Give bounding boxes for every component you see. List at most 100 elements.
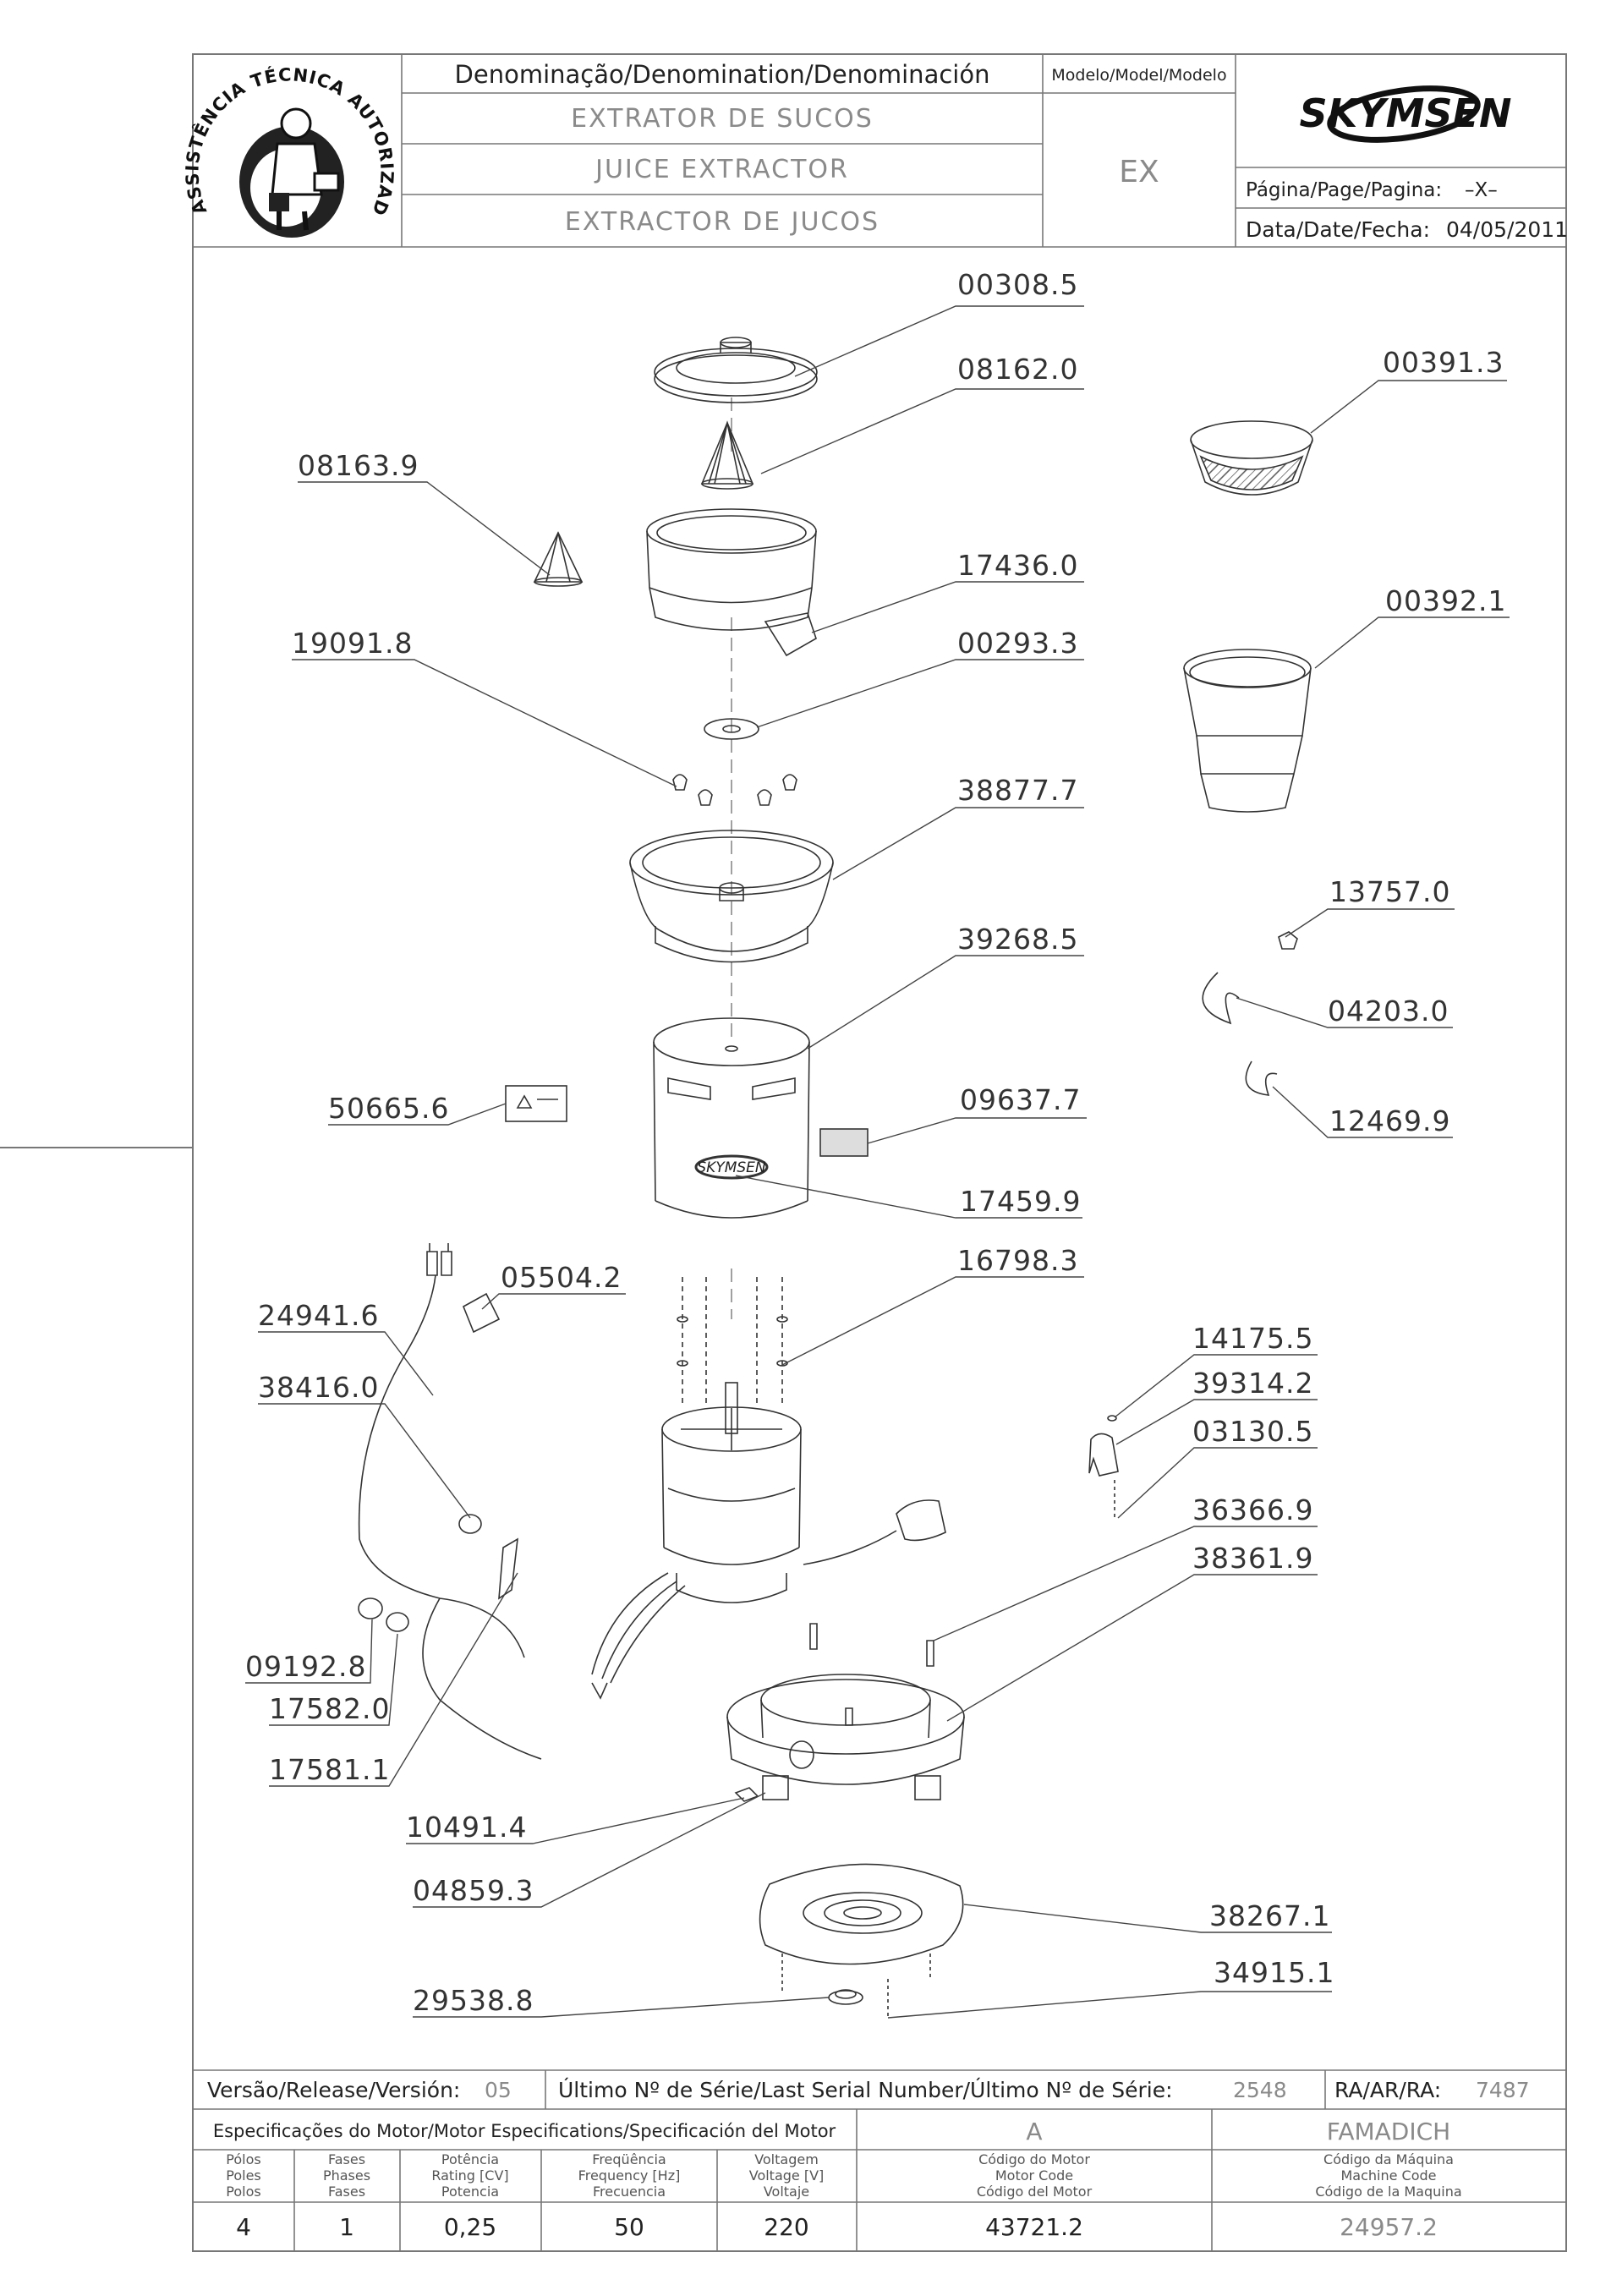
page-value: –X– — [1465, 179, 1498, 201]
rating-header: Potência — [441, 2151, 499, 2167]
page-frame — [0, 53, 1567, 2252]
product-name-pt: EXTRATOR DE SUCOS — [571, 104, 874, 134]
plug-label-drawing — [462, 1292, 501, 1334]
motor-letter: A — [1026, 2118, 1042, 2145]
part-code: 36366.9 — [1192, 1493, 1313, 1526]
page-label: Página/Page/Pagina: — [1246, 179, 1442, 201]
spec-values: 4 1 0,25 50 220 43721.2 24957.2 — [236, 2213, 1438, 2241]
caps-drawing — [672, 774, 797, 806]
machine-code-header: Código de la Maquina — [1315, 2184, 1461, 2200]
ra-value: 7487 — [1476, 2078, 1530, 2102]
authorized-service-stamp: ASSISTÊNCIA TÉCNICA AUTORIZADA — [0, 0, 397, 238]
ra-label: RA/AR/RA: — [1334, 2078, 1441, 2102]
machine-code-header: Código da Máquina — [1323, 2151, 1454, 2167]
part-code: 29538.8 — [413, 1984, 534, 2017]
phases-header: Fases — [328, 2151, 365, 2167]
part-code: 12469.9 — [1329, 1104, 1450, 1137]
part-code: 00392.1 — [1385, 584, 1506, 617]
frequency-header: Frequency [Hz] — [578, 2167, 681, 2184]
poles-value: 4 — [236, 2213, 251, 2241]
part-code: 03130.5 — [1192, 1415, 1313, 1448]
part-code: 34915.1 — [1214, 1956, 1334, 1989]
strainer-drawing — [1190, 420, 1313, 496]
version-label: Versão/Release/Versión: — [207, 2078, 460, 2102]
rating-value: 0,25 — [444, 2213, 496, 2241]
motor-code-value: 43721.2 — [985, 2213, 1083, 2241]
part-code: 38877.7 — [957, 774, 1078, 807]
lid-drawing — [654, 337, 818, 403]
spring-drawing — [1202, 972, 1278, 1096]
voltage-value: 220 — [764, 2213, 808, 2241]
voltage-header: Voltage [V] — [749, 2167, 825, 2184]
part-code: 16798.3 — [957, 1244, 1078, 1277]
brand-logo: SKYMSEN — [1300, 85, 1512, 143]
part-code: 04203.0 — [1328, 995, 1449, 1027]
part-code: 17459.9 — [960, 1185, 1081, 1218]
motor-screws-drawing — [682, 1277, 783, 1404]
part-code: 39314.2 — [1192, 1367, 1313, 1400]
version-value: 05 — [485, 2078, 512, 2102]
small-nut-drawing — [1278, 931, 1298, 950]
motor-spec-label: Especificações do Motor/Motor Especifica… — [213, 2121, 836, 2141]
part-code: 38267.1 — [1209, 1899, 1330, 1932]
phases-header: Fases — [328, 2184, 365, 2200]
motor-code-header: Código del Motor — [977, 2184, 1093, 2200]
serial-label: Último Nº de Série/Last Serial Number/Úl… — [558, 2077, 1173, 2102]
spec-column-headers: Pólos Poles Polos Fases Phases Fases Pot… — [226, 2151, 1461, 2200]
part-code: 00391.3 — [1383, 346, 1504, 379]
washer-drawing — [704, 718, 759, 740]
motor-code-header: Motor Code — [995, 2167, 1073, 2184]
part-code: 50665.6 — [328, 1092, 449, 1125]
switch-drawing — [358, 1514, 518, 1632]
bracket-drawing — [1088, 1415, 1119, 1518]
part-code: 17436.0 — [957, 549, 1078, 582]
serial-value: 2548 — [1233, 2078, 1287, 2102]
part-code: 17581.1 — [269, 1753, 390, 1786]
voltage-header: Voltaje — [764, 2184, 809, 2200]
spec-table-grid — [193, 2069, 1566, 2251]
machine-code-header: Machine Code — [1340, 2167, 1436, 2184]
power-cord-drawing — [358, 1243, 542, 1760]
product-name-es: EXTRACTOR DE JUCOS — [565, 207, 879, 237]
leader-lines — [245, 305, 1510, 2019]
part-code: 00293.3 — [957, 627, 1078, 660]
denomination-label: Denominação/Denomination/Denominación — [455, 60, 990, 89]
date-label: Data/Date/Fecha: — [1246, 217, 1430, 242]
part-code: 05504.2 — [501, 1261, 622, 1294]
model-value: EX — [1119, 155, 1159, 189]
part-code-labels: 00308.5 08162.0 08163.9 00391.3 17436.0 … — [245, 268, 1506, 2017]
brand-name: SKYMSEN — [1300, 90, 1512, 136]
part-code: 38416.0 — [258, 1371, 379, 1404]
title-block — [193, 54, 1566, 248]
part-code: 13757.0 — [1329, 875, 1450, 908]
part-code: 00308.5 — [957, 268, 1078, 301]
phases-header: Phases — [323, 2167, 370, 2184]
cup-drawing — [1183, 649, 1312, 813]
reamer-small-drawing — [533, 531, 584, 587]
label-drawing — [819, 1128, 869, 1157]
poles-header: Polos — [226, 2184, 260, 2200]
part-code: 04859.3 — [413, 1874, 534, 1907]
motor-brand-decal: SKYMSEN — [697, 1159, 766, 1176]
reamer-large-drawing — [700, 420, 754, 490]
frequency-value: 50 — [614, 2213, 644, 2241]
bottom-plate-drawing — [759, 1863, 964, 2017]
part-code: 10491.4 — [406, 1811, 527, 1844]
part-code: 09637.7 — [960, 1083, 1081, 1116]
part-code: 17582.0 — [269, 1692, 390, 1725]
rating-header: Rating [CV] — [431, 2167, 508, 2184]
part-code: 08162.0 — [957, 353, 1078, 386]
motor-code-header: Código do Motor — [978, 2151, 1090, 2167]
machine-code-value: 24957.2 — [1340, 2213, 1438, 2241]
phases-value: 1 — [339, 2213, 354, 2241]
motor-housing-drawing: SKYMSEN — [653, 1017, 810, 1219]
part-code: 08163.9 — [298, 449, 419, 482]
part-code: 39268.5 — [957, 923, 1078, 956]
parts-drawings: SKYMSEN — [358, 337, 1313, 2017]
bowl-drawing — [629, 830, 834, 963]
part-code: 19091.8 — [292, 627, 413, 660]
product-name-en: JUICE EXTRACTOR — [594, 155, 849, 184]
rating-header: Potencia — [441, 2184, 499, 2200]
date-value: 04/05/2011 — [1446, 217, 1568, 242]
